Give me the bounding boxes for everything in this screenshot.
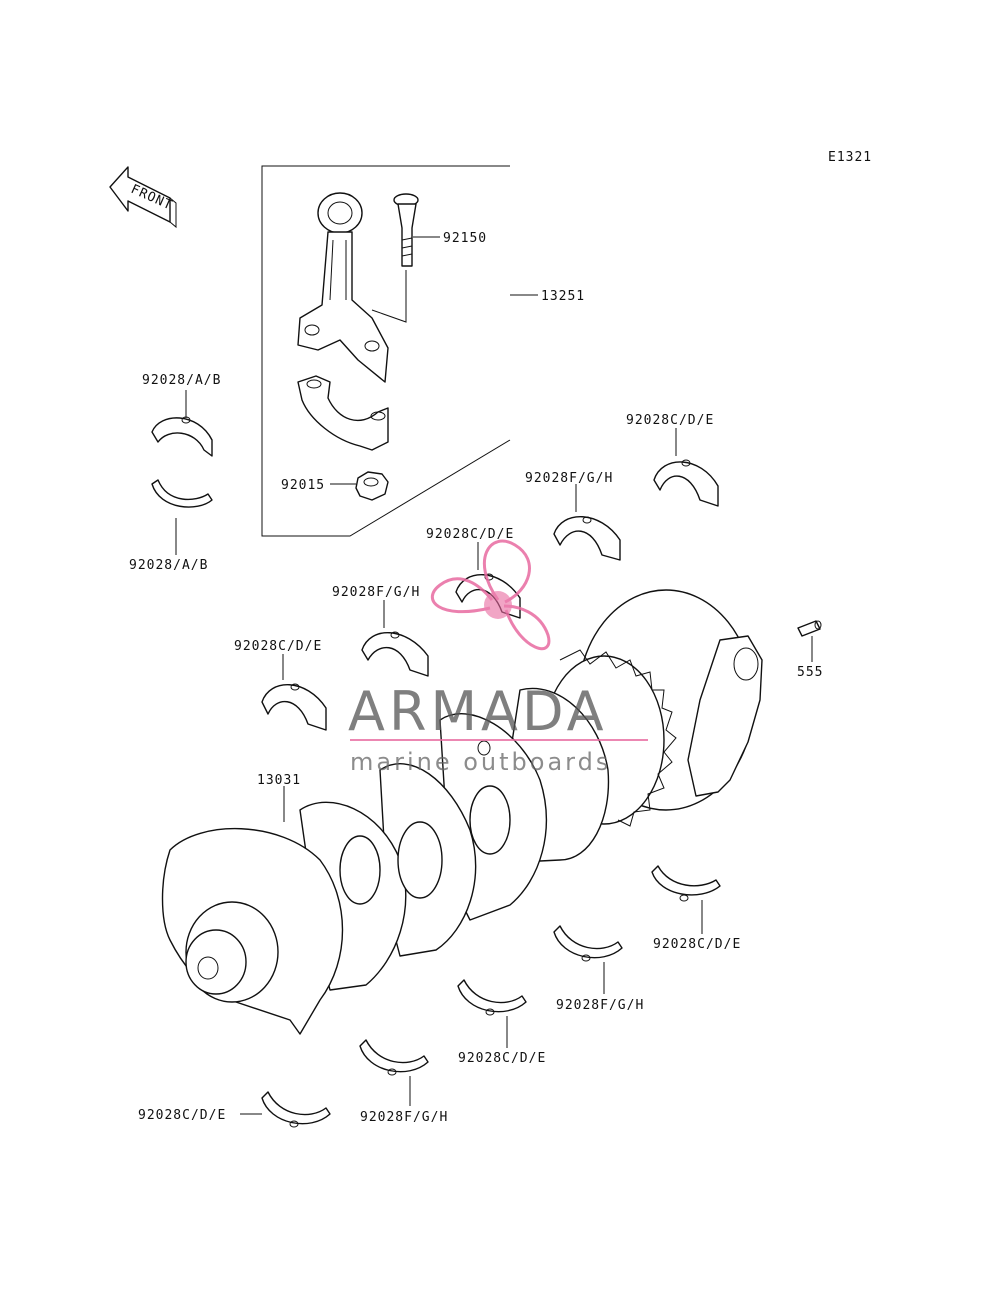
callout-92028fgh-4: 92028F/G/H (360, 1110, 448, 1125)
callout-92028cde-5: 92028C/D/E (458, 1051, 546, 1066)
connecting-rod-cap (297, 375, 389, 451)
callout-13031: 13031 (257, 773, 301, 788)
dowel-pin-555 (797, 620, 822, 637)
callout-92028cde-3: 92028C/D/E (234, 639, 322, 654)
rod-bearing-lower (151, 479, 213, 508)
callout-92150: 92150 (443, 231, 487, 246)
callout-92028cde-1: 92028C/D/E (626, 413, 714, 428)
bolt-92150 (371, 193, 419, 323)
nut-92015 (355, 471, 389, 501)
conrod-assembly-frame (261, 165, 511, 537)
main-bearing-upper-1 (653, 459, 719, 507)
callout-92028ab-top: 92028/A/B (142, 373, 221, 388)
callout-92015: 92015 (281, 478, 325, 493)
callout-13251: 13251 (541, 289, 585, 304)
main-bearing-lower-5 (261, 1091, 331, 1128)
main-bearing-upper-5 (261, 683, 327, 731)
rod-bearing-upper (151, 417, 213, 457)
watermark-tagline: marine outboards (350, 748, 611, 776)
callout-92028ab-bottom: 92028/A/B (129, 558, 208, 573)
watermark: ARMADA marine outboards (348, 539, 648, 776)
callout-92028cde-6: 92028C/D/E (138, 1108, 226, 1123)
watermark-brand: ARMADA (348, 680, 608, 743)
propeller-logo-icon (430, 539, 551, 651)
main-bearing-lower-4 (359, 1039, 429, 1076)
main-bearing-upper-4 (361, 631, 429, 677)
front-arrow-icon: FRONT (109, 166, 177, 229)
diagram-code: E1321 (828, 150, 872, 165)
callout-92028fgh-1: 92028F/G/H (525, 471, 613, 486)
main-bearing-upper-2 (553, 516, 621, 561)
callout-92028cde-4: 92028C/D/E (653, 937, 741, 952)
main-bearing-lower-1 (651, 865, 721, 902)
callout-555: 555 (797, 665, 823, 680)
callout-92028cde-2: 92028C/D/E (426, 527, 514, 542)
connecting-rod (297, 192, 389, 383)
main-bearing-lower-2 (553, 925, 623, 962)
callout-92028fgh-3: 92028F/G/H (556, 998, 644, 1013)
crankshaft (161, 589, 763, 1035)
callout-92028fgh-2: 92028F/G/H (332, 585, 420, 600)
main-bearing-lower-3 (457, 979, 527, 1016)
